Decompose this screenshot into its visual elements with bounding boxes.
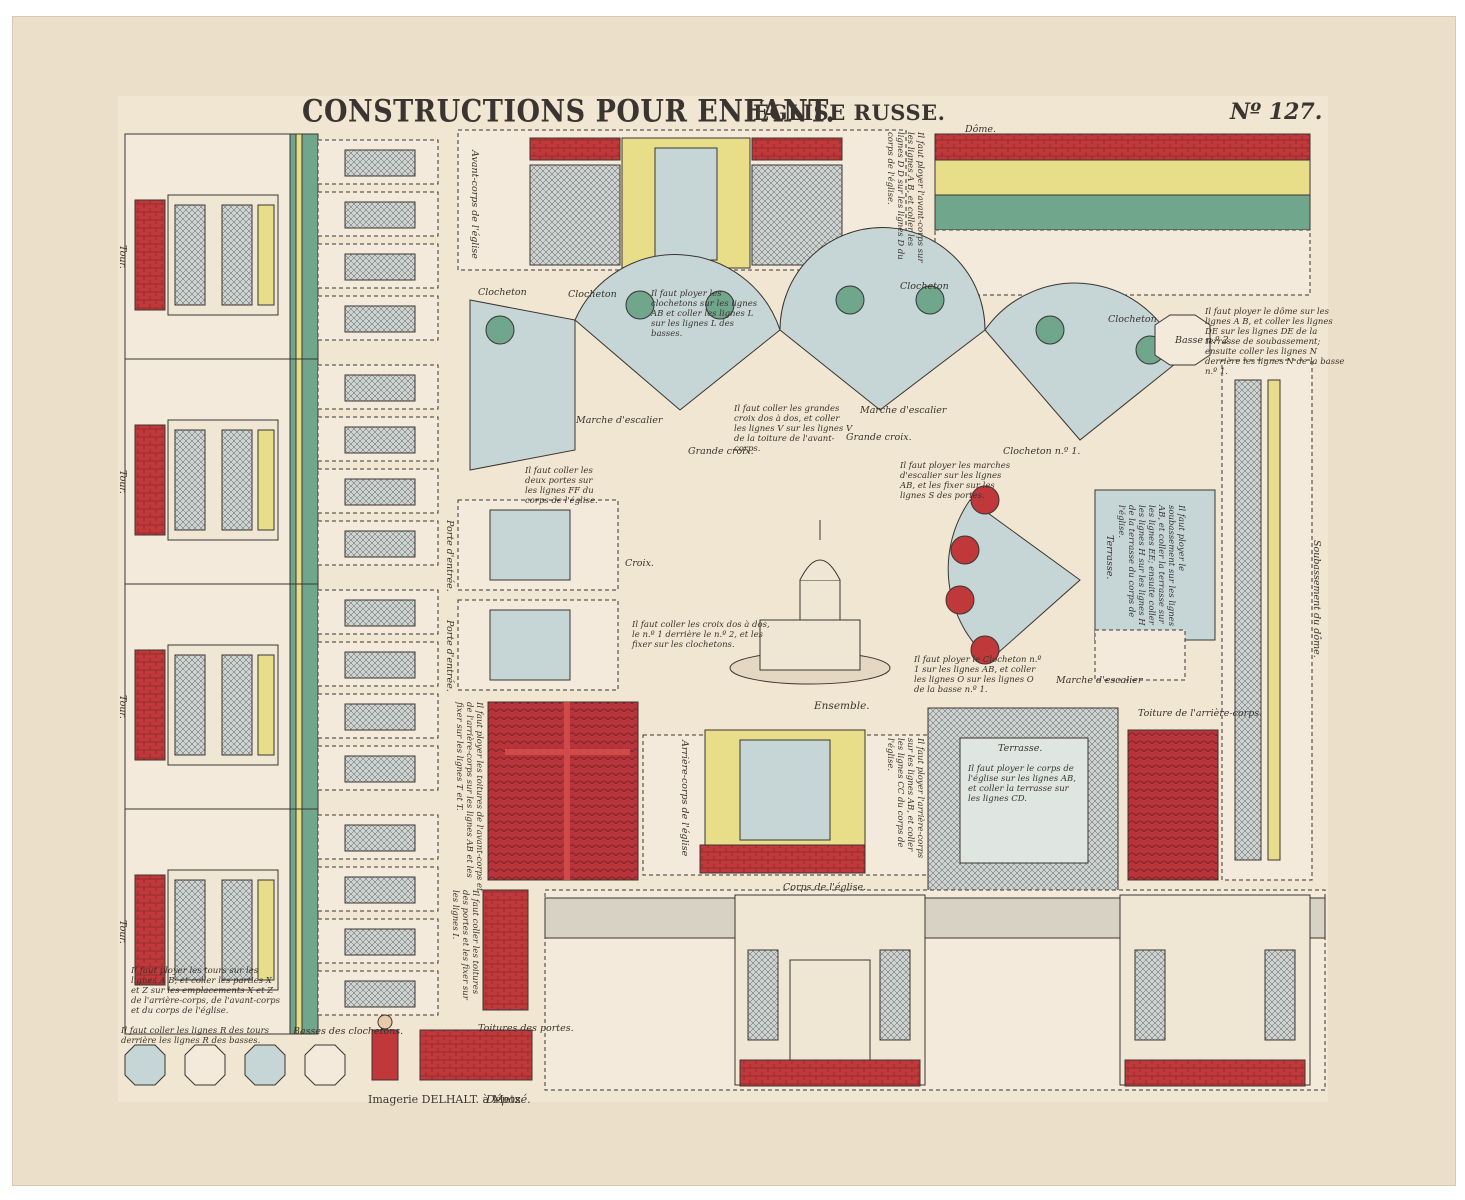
- publisher: Imagerie DELHALT. à Metz: [368, 1093, 521, 1106]
- label-avant-corps: Avant-corps de l'église: [469, 150, 480, 259]
- clocheton-fans: [469, 227, 1181, 471]
- label-terrasse: Terrasse.: [998, 743, 1043, 754]
- note-croix: Il faut coller les croix dos à dos, le n…: [632, 620, 770, 650]
- note-tours: Il faut ployer les tours sur les lignes …: [131, 966, 280, 1016]
- label-toiture-arriere: Toiture de l'arrière-corps.: [1138, 708, 1263, 719]
- label-grande-croix-b: Grande croix.: [846, 432, 912, 443]
- label-clocheton-c: Clocheton: [900, 281, 949, 292]
- deposit-mark: Déposé.: [486, 1093, 531, 1106]
- soubassement: [1094, 314, 1313, 881]
- label-dome: Dôme.: [965, 124, 996, 135]
- sheet-subtitle: ÉGLISE RUSSE.: [753, 100, 946, 125]
- note-avant-corps: Il faut ployer l'avant-corps sur les lig…: [885, 132, 925, 263]
- label-porte-entree-b: Porte d'entrée.: [444, 620, 455, 692]
- label-ensemble: Ensemble.: [814, 700, 870, 712]
- clocheton-1-fan: [945, 485, 1081, 665]
- label-marche-b: Marche d'escalier: [860, 405, 947, 416]
- label-clocheton-a: Clocheton: [478, 287, 527, 298]
- note-portes-corps: Il faut coller les deux portes sur les l…: [525, 466, 598, 506]
- note-clochetons: Il faut ployer les clochetons sur les li…: [651, 289, 758, 339]
- tower-piece: [124, 133, 439, 360]
- clocheton-bases: [124, 889, 533, 1086]
- label-marche-c: Marche d'escalier: [1056, 675, 1143, 686]
- note-arriere-corps: Il faut ployer l'arrière-corps sur les l…: [885, 738, 925, 859]
- sheet-number: Nº 127.: [1230, 99, 1323, 125]
- label-grande-croix-a: Grande croix.: [688, 446, 754, 457]
- label-tour-2: Tour.: [117, 470, 128, 494]
- note-toitures-avant: Il faut ployer les toitures de l'avant-c…: [454, 702, 484, 892]
- label-clocheton-1: Clocheton n.º 1.: [1003, 446, 1081, 457]
- label-soubassement-dome: Soubassement du dôme.: [1311, 540, 1322, 658]
- church-ensemble: [729, 520, 891, 685]
- label-corps-eglise: Corps de l'église.: [783, 882, 867, 893]
- label-tour-4: Tour.: [117, 920, 128, 944]
- note-terrasse-soubassement: Il faut ployer le soubassement sur les l…: [1116, 505, 1186, 627]
- label-croix: Croix.: [625, 558, 654, 569]
- terrasse: [927, 707, 1119, 894]
- label-tour-3: Tour.: [117, 695, 128, 719]
- label-clocheton-d: Clocheton: [1108, 314, 1157, 325]
- note-toitures-portes: Il faut coller les toitures des portes e…: [450, 890, 480, 1000]
- label-tour-1: Tour.: [117, 245, 128, 269]
- label-arriere-corps: Arrière-corps de l'église: [679, 740, 690, 857]
- label-basses-clochetons: Basses des clochetons.: [293, 1026, 404, 1037]
- corps-eglise: [544, 889, 1326, 1091]
- label-marche-a: Marche d'escalier: [576, 415, 663, 426]
- label-porte-entree-a: Porte d'entrée.: [444, 520, 455, 592]
- portes: [457, 499, 639, 881]
- label-terrasse-soubassement: Terrasse.: [1104, 535, 1115, 580]
- note-terrasse-corps: Il faut ployer le corps de l'église sur …: [968, 764, 1077, 804]
- note-tours-basses: Il faut coller les lignes R des tours de…: [121, 1026, 270, 1046]
- arriere-corps: [642, 729, 929, 876]
- label-basse-2: Basse n.º 2.: [1175, 335, 1232, 346]
- label-toitures-portes: Toitures des portes.: [478, 1023, 574, 1034]
- dome-strip: [934, 133, 1311, 296]
- note-grandes-croix: Il faut coller les grandes croix dos à d…: [734, 404, 853, 454]
- sheet-title: CONSTRUCTIONS POUR ENFANT.: [302, 93, 836, 130]
- note-marches: Il faut ployer les marches d'escalier su…: [900, 461, 1011, 501]
- tower-strips: [124, 133, 439, 1035]
- note-dome: Il faut ployer le dôme sur les lignes A …: [1205, 307, 1345, 377]
- label-clocheton-b: Clocheton: [568, 289, 617, 300]
- note-clocheton-1: Il faut ployer le Clocheton n.º 1 sur le…: [914, 655, 1042, 695]
